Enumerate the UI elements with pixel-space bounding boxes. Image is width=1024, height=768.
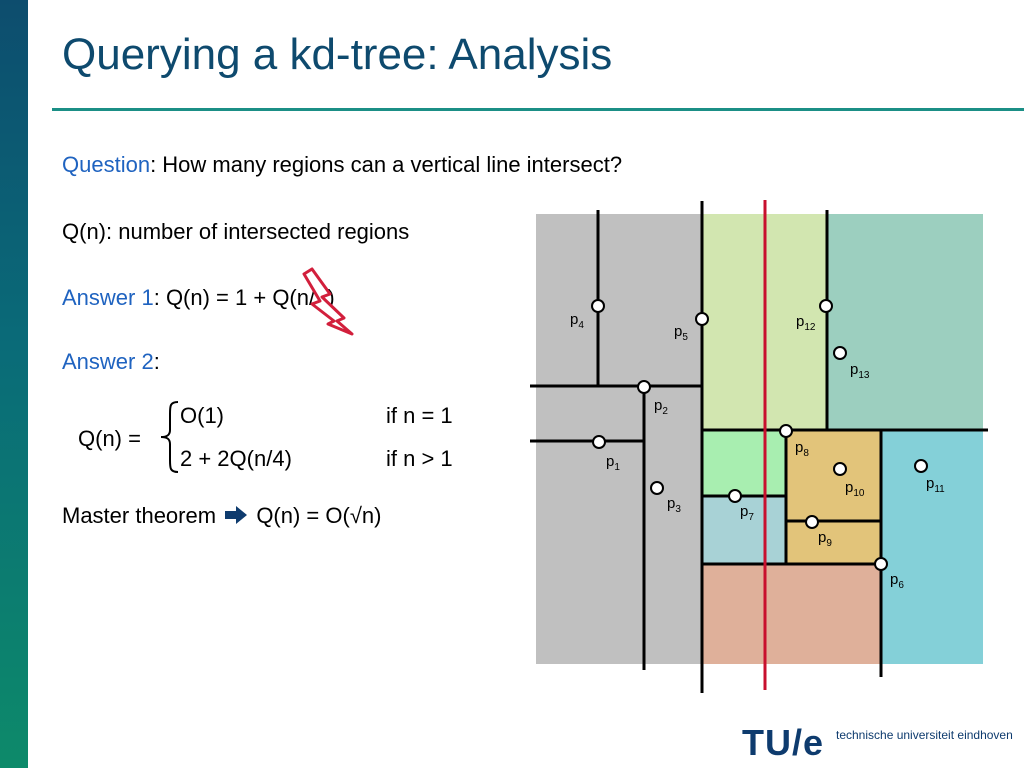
label-p3: p3 <box>667 495 681 515</box>
point-p13 <box>833 346 847 360</box>
answer2-text: : <box>153 349 160 374</box>
label-p13: p13 <box>850 361 870 381</box>
answer1-line: Answer 1: Q(n) = 1 + Q(n/2) <box>62 285 335 311</box>
slide-title: Querying a kd-tree: Analysis <box>62 30 613 79</box>
label-p2: p2 <box>654 397 668 417</box>
point-p11 <box>914 459 928 473</box>
q-definition: Q(n): number of intersected regions <box>62 219 410 244</box>
label-p1: p1 <box>606 453 620 473</box>
formula-case1-cond: if n = 1 <box>386 403 453 428</box>
label-p5: p5 <box>674 323 688 343</box>
point-p6 <box>874 557 888 571</box>
formula-case1-expr: O(1) <box>180 403 224 428</box>
master-theorem-line: Master theorem Q(n) = O(√n) <box>62 503 381 529</box>
region-light-blue <box>702 496 786 564</box>
point-p8 <box>779 424 793 438</box>
question-line: Question: How many regions can a vertica… <box>62 152 622 178</box>
label-p7: p7 <box>740 503 754 523</box>
title-divider <box>52 108 1024 111</box>
answer2-label: Answer 2 <box>62 349 154 374</box>
region-bright-green <box>702 430 786 496</box>
formula-lhs: Q(n) = <box>78 426 141 451</box>
point-p9 <box>805 515 819 529</box>
answer1-label: Answer 1 <box>62 285 154 310</box>
label-p11: p11 <box>926 475 945 495</box>
side-accent-bar <box>0 0 28 768</box>
logo-text: technische universiteit eindhoven <box>836 728 1013 742</box>
point-p2 <box>637 380 651 394</box>
university-logo: TU/e technische universiteit eindhoven <box>742 722 1024 768</box>
point-p12 <box>819 299 833 313</box>
point-p3 <box>650 481 664 495</box>
point-p1 <box>592 435 606 449</box>
point-p4 <box>591 299 605 313</box>
kd-tree-diagram: p1 p2 p3 p4 p5 p6 p7 p8 p9 p10 p11 p12 p… <box>520 196 1000 696</box>
point-p7 <box>728 489 742 503</box>
answer1-text: : Q(n) = 1 + Q(n/2) <box>153 285 335 310</box>
formula-case2-cond: if n > 1 <box>386 446 453 471</box>
point-p5 <box>695 312 709 326</box>
question-text: : How many regions can a vertical line i… <box>150 152 623 177</box>
question-label: Question <box>62 152 151 177</box>
left-brace-icon <box>160 401 179 473</box>
region-salmon <box>702 564 881 664</box>
kd-tree-svg: p1 p2 p3 p4 p5 p6 p7 p8 p9 p10 p11 p12 p… <box>530 200 988 693</box>
right-arrow-icon <box>225 506 248 524</box>
formula-case2-expr: 2 + 2Q(n/4) <box>180 446 292 471</box>
logo-mark: TU/e <box>742 722 825 763</box>
master-prefix: Master theorem <box>62 503 217 528</box>
label-p10: p10 <box>845 479 865 499</box>
label-p12: p12 <box>796 313 816 333</box>
recurrence-formula: Q(n) = O(1) if n = 1 2 + 2Q(n/4) if n > … <box>78 398 498 478</box>
label-p9: p9 <box>818 529 832 549</box>
label-p6: p6 <box>890 571 904 591</box>
lightning-icon <box>302 267 354 336</box>
region-gray <box>536 214 702 664</box>
region-cyan <box>881 430 983 664</box>
label-p8: p8 <box>795 439 809 459</box>
region-teal <box>827 214 983 430</box>
label-p4: p4 <box>570 311 584 331</box>
region-tan <box>786 430 881 564</box>
master-result: Q(n) = O(√n) <box>256 503 382 528</box>
point-p10 <box>833 462 847 476</box>
answer2-line: Answer 2: <box>62 349 160 375</box>
